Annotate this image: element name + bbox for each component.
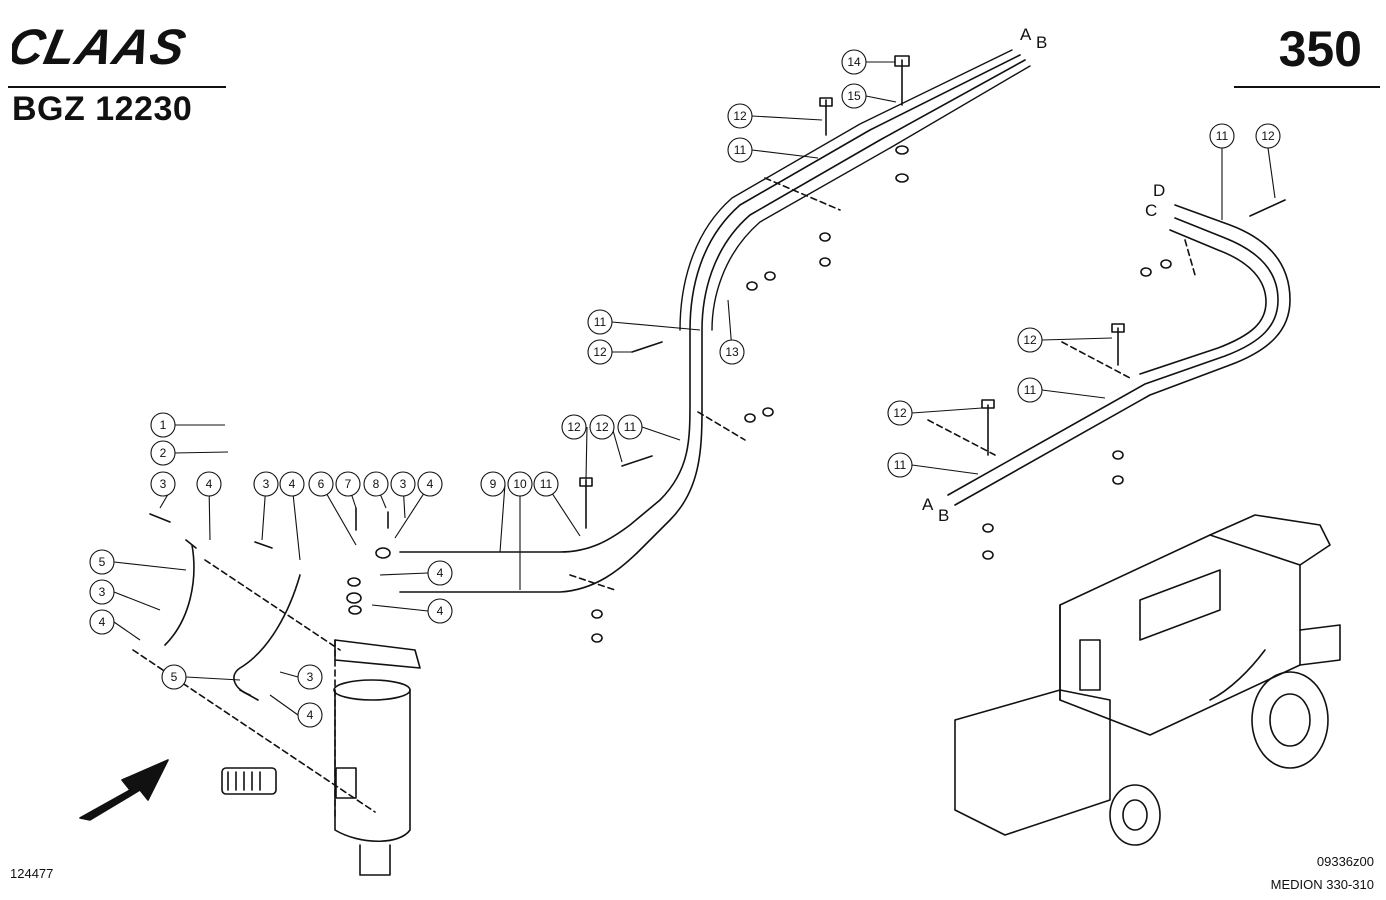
callout-12: 12 xyxy=(893,406,907,420)
page-number: 350 xyxy=(1278,21,1362,77)
callout-12: 12 xyxy=(1261,129,1275,143)
callout-5: 5 xyxy=(99,555,106,569)
direction-arrow xyxy=(79,759,169,821)
doc-code: BGZ 12230 xyxy=(12,90,193,128)
callout-11: 11 xyxy=(1024,383,1037,397)
pipe-label-a-top: A xyxy=(1020,25,1032,44)
callout-11: 11 xyxy=(594,315,607,329)
callout-11: 11 xyxy=(734,143,747,157)
pipe-label-c: C xyxy=(1145,201,1157,220)
callout-9: 9 xyxy=(490,477,497,491)
header-rule-right xyxy=(1234,86,1380,88)
pipe-label-d: D xyxy=(1153,181,1165,200)
callout-4: 4 xyxy=(437,604,444,618)
primer-pump xyxy=(221,767,277,795)
model-name: MEDION 330-310 xyxy=(1270,877,1374,892)
flexible-hoses xyxy=(164,539,301,701)
callout-circles xyxy=(89,49,1281,728)
svg-text:CLAAS: CLAAS xyxy=(12,20,191,70)
callout-7: 7 xyxy=(345,477,352,491)
callout-4: 4 xyxy=(289,477,296,491)
dashed-brackets xyxy=(132,177,1196,821)
callout-13: 13 xyxy=(725,345,739,359)
callout-3: 3 xyxy=(160,477,167,491)
callout-4: 4 xyxy=(206,477,213,491)
callout-11: 11 xyxy=(624,420,637,434)
pipe-label-b-top: B xyxy=(1036,33,1047,52)
right-pipe-loop xyxy=(947,204,1291,506)
callout-4: 4 xyxy=(307,708,314,722)
callout-11: 11 xyxy=(540,477,553,491)
callout-2: 2 xyxy=(160,446,167,460)
callout-12: 12 xyxy=(595,420,609,434)
fuel-filter-housing xyxy=(333,639,421,876)
callout-3: 3 xyxy=(400,477,407,491)
callout-14: 14 xyxy=(847,55,861,69)
callout-5: 5 xyxy=(171,670,178,684)
claas-logo: CLAAS xyxy=(12,20,191,70)
callout-10: 10 xyxy=(513,477,527,491)
callout-12: 12 xyxy=(567,420,581,434)
callout-3: 3 xyxy=(307,670,314,684)
callout-3: 3 xyxy=(263,477,270,491)
bolts-and-washers xyxy=(149,55,1286,643)
callout-11: 11 xyxy=(894,458,907,472)
callout-4: 4 xyxy=(437,566,444,580)
model-reference: 09336z00 MEDION 330-310 xyxy=(1271,850,1374,896)
callout-numbers: 14 15 12 11 11 12 12 12 11 13 1 2 3 4 3 … xyxy=(99,55,1275,722)
callout-6: 6 xyxy=(318,477,325,491)
callout-12: 12 xyxy=(733,109,747,123)
header-rule-left xyxy=(8,86,226,88)
callout-leaders xyxy=(113,61,1276,716)
callout-11: 11 xyxy=(1216,129,1229,143)
callout-15: 15 xyxy=(847,89,861,103)
callout-8: 8 xyxy=(373,477,380,491)
callout-4: 4 xyxy=(427,477,434,491)
drawing-number: 124477 xyxy=(10,866,54,881)
callout-12: 12 xyxy=(1023,333,1037,347)
callout-3: 3 xyxy=(99,585,106,599)
main-pipe-run xyxy=(399,49,1031,593)
callout-1: 1 xyxy=(160,418,167,432)
image-code: 09336z00 xyxy=(1316,854,1374,869)
combine-harvester-inset xyxy=(954,514,1341,846)
callout-12: 12 xyxy=(593,345,607,359)
callout-4: 4 xyxy=(99,615,106,629)
pipe-label-a-lower: A xyxy=(922,495,934,514)
pipe-label-b-lower: B xyxy=(938,506,949,525)
